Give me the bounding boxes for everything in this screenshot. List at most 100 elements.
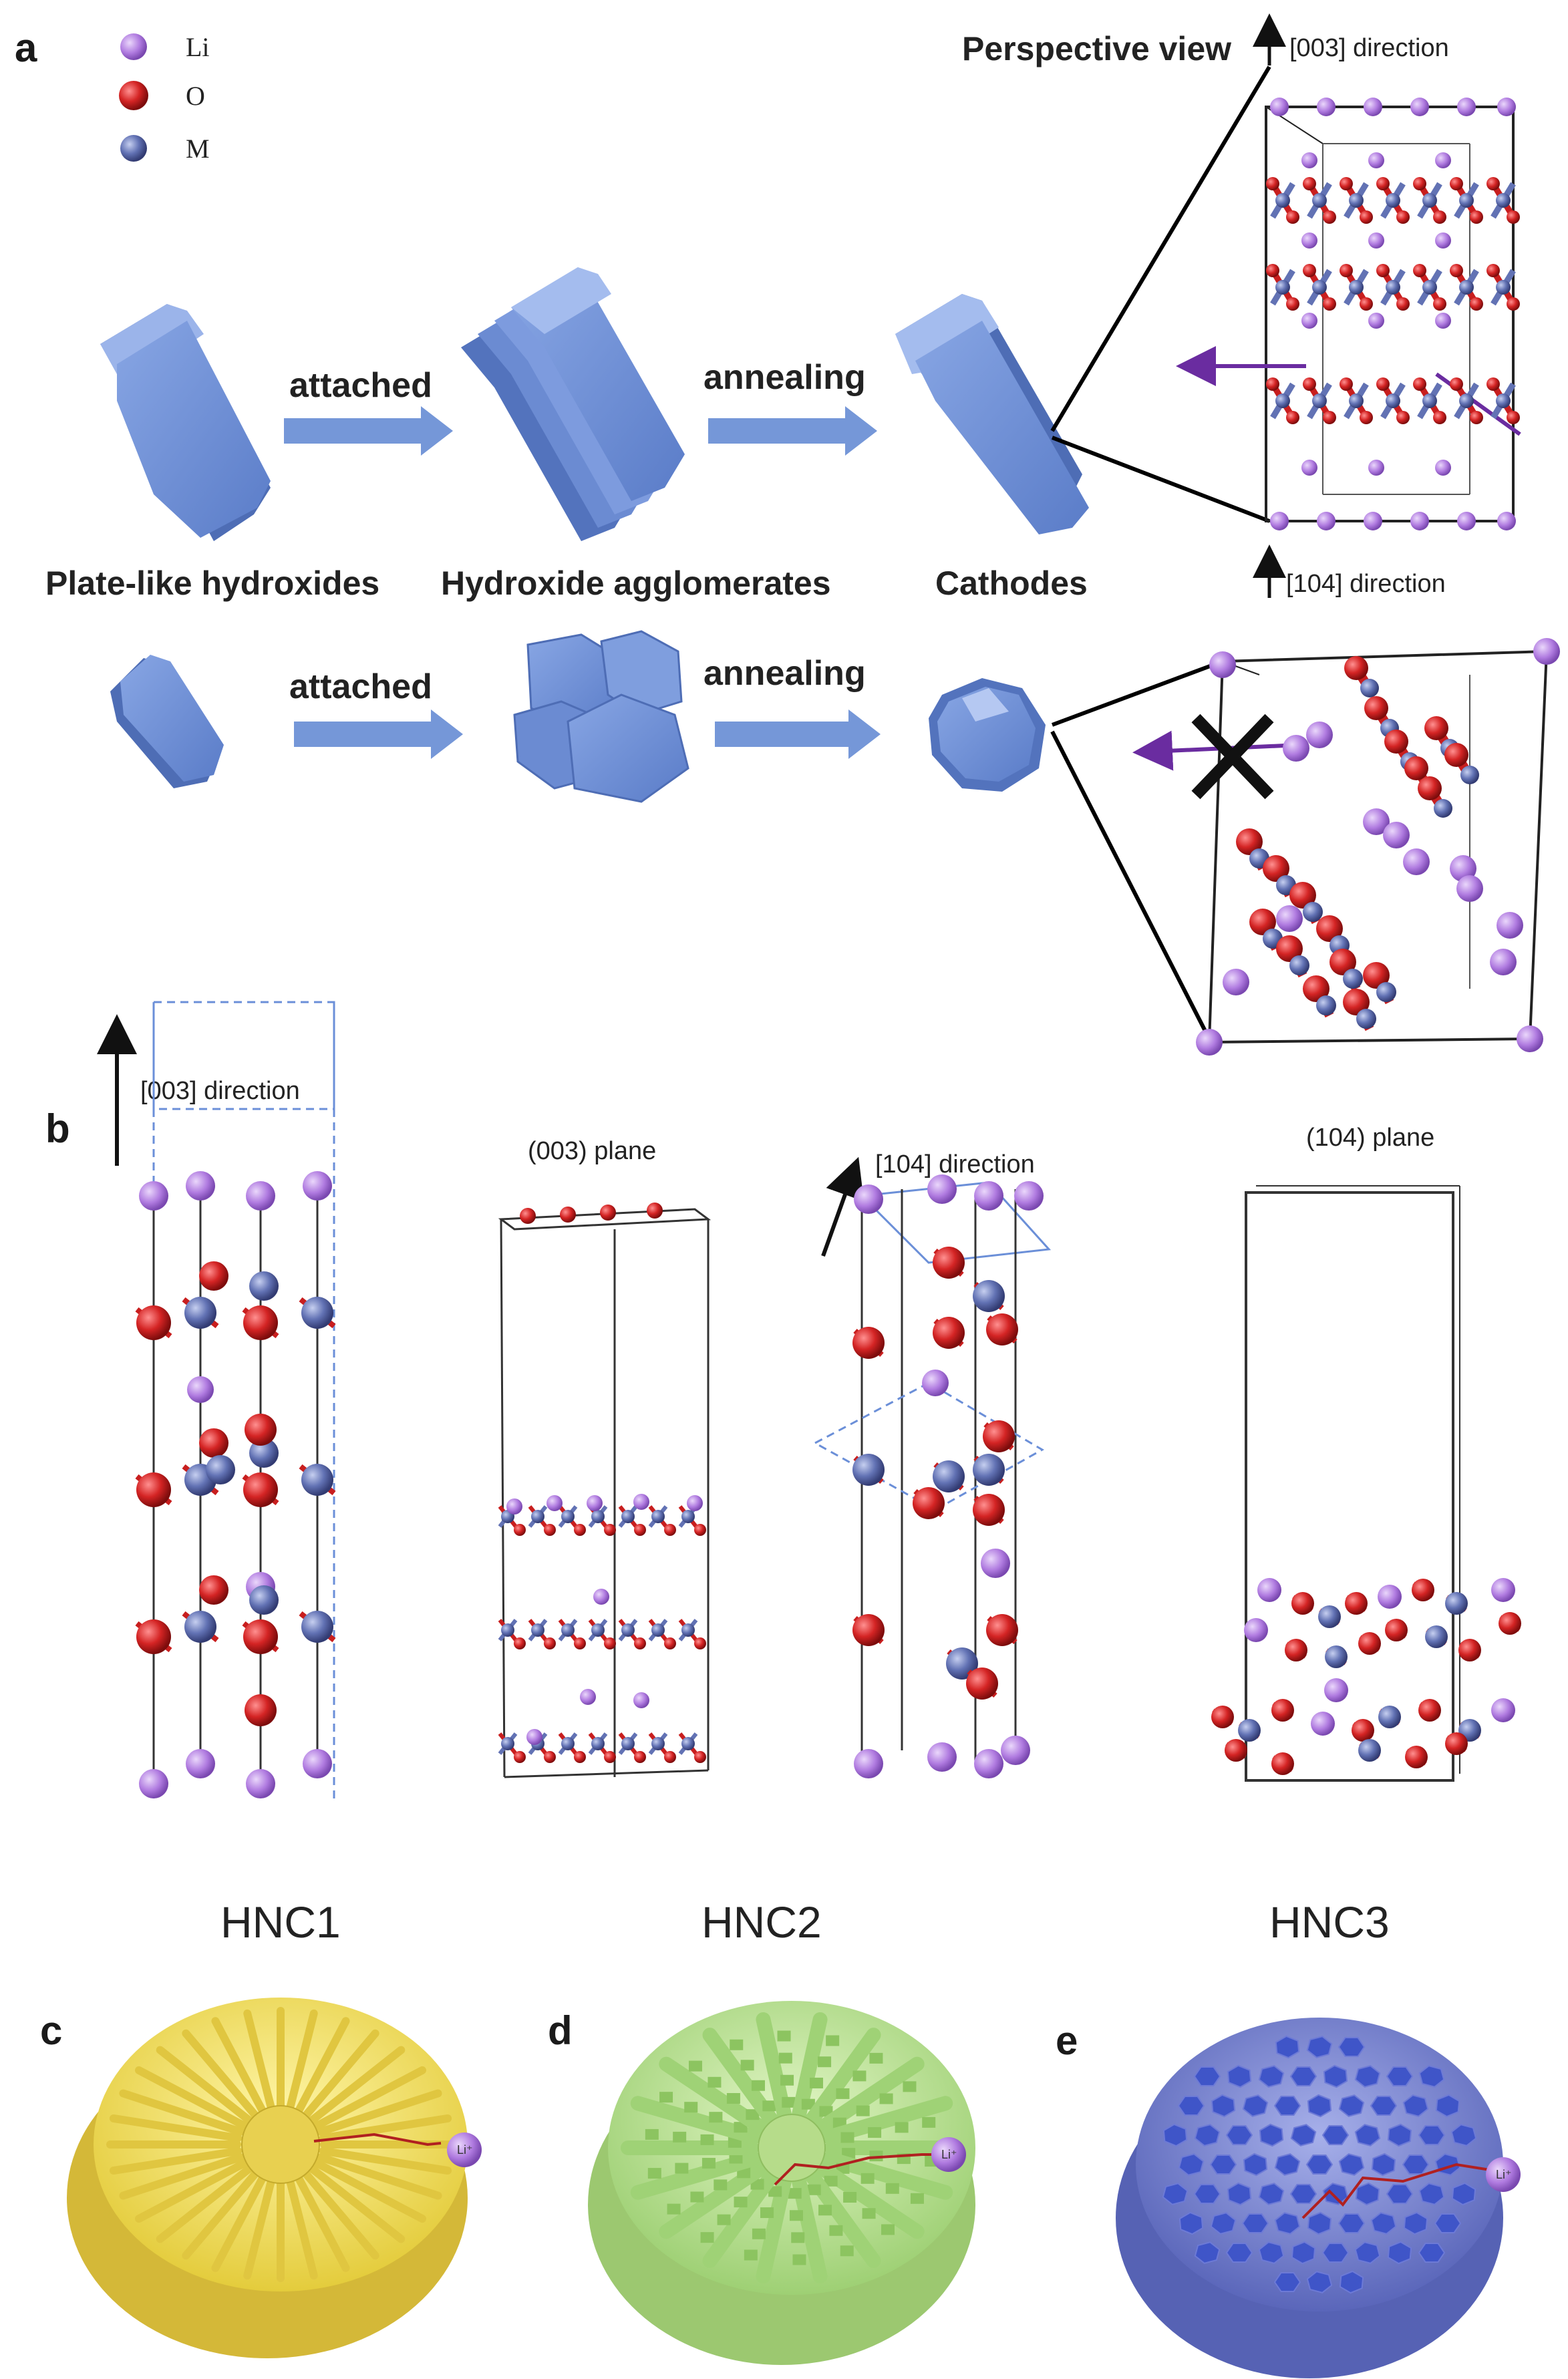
dir-104-label-a: [104] direction bbox=[1286, 570, 1446, 598]
m-atom bbox=[1378, 1706, 1401, 1728]
annealing-label-top: annealing bbox=[703, 358, 866, 397]
li-atom bbox=[1435, 152, 1451, 168]
o-atom bbox=[1499, 1612, 1521, 1635]
o-atom bbox=[1271, 1752, 1294, 1775]
hnc3-grain bbox=[1418, 2125, 1446, 2145]
hnc3-grain bbox=[1321, 2125, 1350, 2145]
hnc2-fragment bbox=[645, 2128, 659, 2140]
o-atom bbox=[1507, 297, 1520, 311]
m-atom bbox=[249, 1585, 279, 1615]
li-atom bbox=[1497, 912, 1523, 939]
annealing-label-bottom: annealing bbox=[703, 654, 866, 693]
o-atom bbox=[1266, 377, 1279, 391]
li-atom bbox=[1435, 460, 1451, 476]
li-atom bbox=[1403, 848, 1430, 875]
li-atom bbox=[139, 1769, 168, 1798]
hnc2-fragment bbox=[768, 2186, 782, 2197]
o-atom bbox=[1340, 177, 1353, 190]
hnc1-rod bbox=[293, 2171, 350, 2272]
o-atom bbox=[966, 1668, 998, 1700]
o-atom bbox=[514, 1524, 526, 1536]
o-atom bbox=[1450, 264, 1463, 277]
panel-a-letter: a bbox=[15, 25, 37, 70]
hnc2-rod bbox=[630, 2151, 762, 2200]
hnc1-rod bbox=[301, 2029, 379, 2121]
hnc2-fragment bbox=[860, 2173, 875, 2184]
o-atom bbox=[1323, 210, 1336, 224]
hnc3-grain bbox=[1193, 2184, 1221, 2204]
hnc1-rod bbox=[211, 2017, 269, 2118]
hydroxide-agglomerates-label: Hydroxide agglomerates bbox=[441, 565, 831, 602]
hnc3-grain bbox=[1418, 2183, 1445, 2205]
hnc3-label: HNC3 bbox=[1269, 1897, 1390, 1947]
li-atom bbox=[546, 1495, 563, 1511]
hnc2-rod bbox=[659, 2161, 769, 2239]
hnc2-radial-rods bbox=[621, 2012, 963, 2284]
hnc2-li-ion-label: Li⁺ bbox=[941, 2148, 957, 2161]
m-atom bbox=[1445, 1592, 1468, 1615]
o-atom bbox=[1316, 915, 1343, 942]
o-atom bbox=[1405, 1746, 1428, 1768]
m-atom bbox=[531, 1623, 544, 1637]
o-atom bbox=[1413, 177, 1426, 190]
m-atom bbox=[591, 1737, 605, 1750]
hnc3-grain bbox=[1371, 2153, 1396, 2177]
o-atom bbox=[1424, 716, 1448, 740]
o-atom bbox=[243, 1305, 278, 1340]
o-atom bbox=[574, 1524, 586, 1536]
o-atom bbox=[1271, 1699, 1294, 1722]
hnc1-rod bbox=[109, 2114, 243, 2143]
li-atom bbox=[506, 1498, 522, 1515]
o-atom bbox=[243, 1472, 278, 1507]
plate-hydroxide-top bbox=[100, 304, 271, 541]
o-atom bbox=[664, 1637, 676, 1649]
hnc1-rod bbox=[301, 2168, 379, 2260]
dir-003-label-a: [003] direction bbox=[1289, 34, 1449, 62]
li-atom bbox=[1244, 1618, 1268, 1642]
panel-d-letter: d bbox=[548, 2008, 573, 2053]
li-atom bbox=[1368, 460, 1384, 476]
hnc1-radial-rods bbox=[106, 2007, 455, 2282]
hnc2-fragment bbox=[903, 2081, 917, 2092]
o-atom bbox=[1470, 210, 1483, 224]
hnc2-fragment bbox=[789, 2210, 803, 2221]
li-atom bbox=[687, 1495, 703, 1511]
hnc3-grain bbox=[1243, 2153, 1268, 2177]
o-atom bbox=[1285, 1639, 1307, 1661]
o-atom bbox=[1363, 962, 1390, 989]
hnc2-fragment bbox=[843, 2192, 857, 2203]
m-atom bbox=[933, 1460, 965, 1492]
hnc1-rod bbox=[319, 2114, 452, 2143]
hnc2-label: HNC2 bbox=[701, 1897, 822, 1947]
m-atom bbox=[681, 1737, 695, 1750]
li-atom bbox=[1497, 98, 1516, 116]
plate-hydroxide-bottom bbox=[110, 655, 224, 788]
perspective-view-label: Perspective view bbox=[962, 30, 1231, 67]
hnc1-rod bbox=[285, 2173, 318, 2280]
atom-layer bbox=[135, 98, 1560, 1798]
li-atom bbox=[1306, 722, 1333, 748]
hnc2-li-ion bbox=[931, 2137, 966, 2172]
o-atom bbox=[514, 1751, 526, 1763]
li-atom bbox=[1435, 232, 1451, 249]
m-atom bbox=[249, 1438, 279, 1468]
li-atom bbox=[1364, 512, 1382, 530]
o-atom bbox=[199, 1575, 228, 1605]
m-atom bbox=[1275, 193, 1290, 208]
o-atom bbox=[1303, 975, 1329, 1002]
hnc1-rod bbox=[156, 2164, 255, 2243]
o-atom bbox=[1384, 730, 1408, 754]
hnc3-grain bbox=[1321, 2243, 1350, 2263]
hnc2-fragment bbox=[780, 2074, 794, 2086]
m-atom bbox=[1349, 193, 1364, 208]
li-atom bbox=[246, 1769, 275, 1798]
hnc3-grain bbox=[1418, 2065, 1445, 2088]
o-atom bbox=[1266, 177, 1279, 190]
o-atom bbox=[1404, 756, 1428, 780]
hnc2-fragment bbox=[868, 2126, 882, 2138]
o-atom bbox=[136, 1472, 171, 1507]
o-atom bbox=[1507, 210, 1520, 224]
legend-li-marker bbox=[120, 33, 147, 60]
hnc2-fragment bbox=[734, 2197, 748, 2208]
hnc1-rod bbox=[182, 2168, 261, 2260]
